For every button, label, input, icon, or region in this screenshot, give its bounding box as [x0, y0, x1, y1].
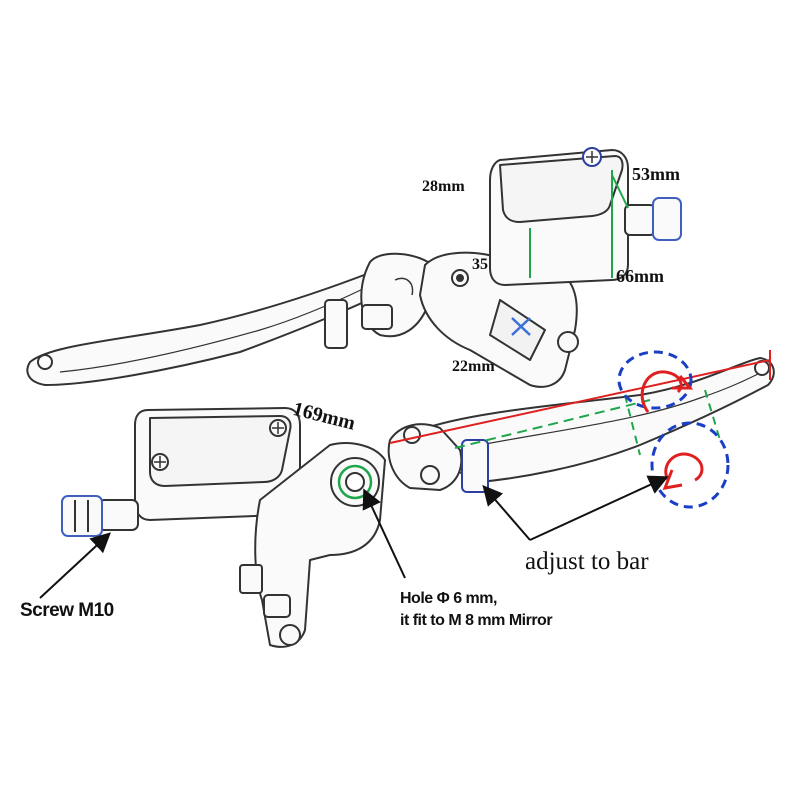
dim-label-28mm: 28mm — [422, 178, 465, 195]
upper-brake-switch — [324, 299, 348, 349]
hole-label-line2: it fit to M 8 mm Mirror — [400, 612, 553, 629]
annotation-arrows — [39, 475, 669, 599]
dim-label-66mm: 66mm — [616, 266, 664, 286]
dim-label-35: 35 — [472, 256, 488, 273]
screw-arrow — [39, 532, 111, 599]
dim-label-22mm: 22mm — [452, 358, 495, 375]
lower-brake-switch — [461, 439, 489, 493]
adjust-arrow-left — [482, 484, 531, 541]
upper-brake-lever-assembly — [26, 147, 682, 388]
dim-label-53mm: 53mm — [632, 164, 680, 184]
hole-label-line1: Hole Φ 6 mm, — [400, 590, 497, 607]
hole-arrow — [362, 488, 406, 579]
adjust-to-bar-label: adjust to bar — [525, 548, 649, 575]
upper-dimension-lines — [529, 170, 629, 278]
adjust-arrow-right — [529, 475, 669, 541]
screw-m10-label: Screw M10 — [20, 600, 114, 621]
length-dimension-line — [389, 359, 771, 444]
lower-dimension-lines — [389, 350, 771, 456]
upper-lever-tip-hole — [37, 354, 53, 370]
upper-brake-line-fitting — [624, 204, 656, 236]
lower-brake-line-fitting — [97, 499, 139, 531]
